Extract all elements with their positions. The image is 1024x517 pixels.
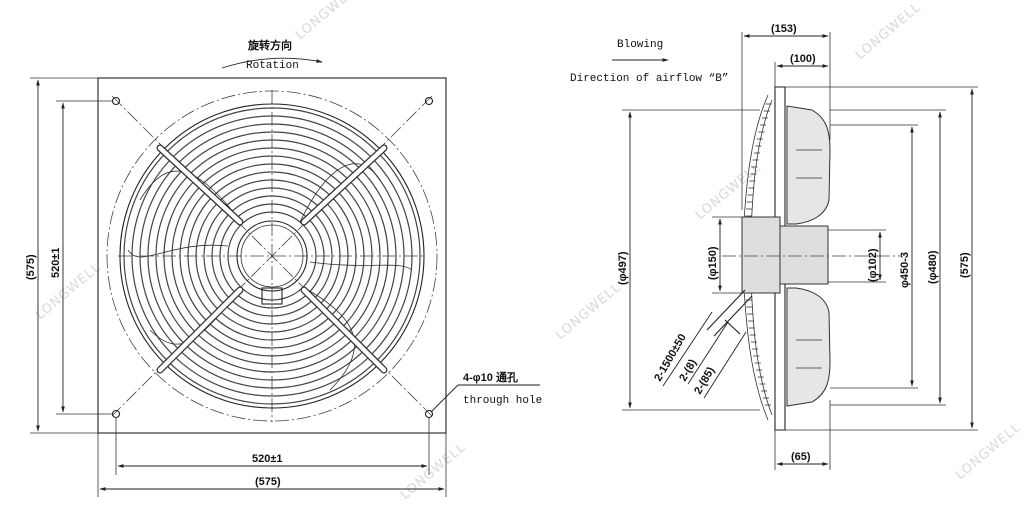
side-view: Blowing Direction of airflow “B” bbox=[570, 23, 978, 470]
lower-blade bbox=[786, 287, 831, 407]
guard-ring bbox=[139, 123, 405, 389]
support-struts bbox=[156, 144, 388, 374]
airflow-label: Direction of airflow “B” bbox=[570, 73, 728, 85]
watermark-text: LONGWELL bbox=[553, 280, 624, 343]
cable-glands bbox=[706, 289, 753, 337]
hub bbox=[236, 220, 308, 292]
mounting-holes bbox=[111, 96, 434, 419]
guard-ring bbox=[171, 155, 373, 357]
dim-phi497: (φ497) bbox=[617, 251, 629, 285]
rotation-arrow bbox=[221, 57, 323, 69]
guard-ring bbox=[219, 203, 325, 309]
motor-body bbox=[741, 216, 781, 294]
cable-gland-label: 2-(8) bbox=[677, 357, 699, 383]
watermark-text: LONGWELL bbox=[853, 0, 924, 63]
dim-100: (100) bbox=[790, 53, 816, 65]
watermark-text: LONGWELL bbox=[953, 420, 1024, 483]
guard-ring bbox=[179, 163, 365, 349]
guard-ring bbox=[211, 195, 333, 317]
upper-blade bbox=[786, 105, 831, 225]
blowing-label: Blowing bbox=[617, 39, 663, 51]
dim-width-outer: (575) bbox=[255, 476, 281, 488]
dim-height-inner: 520±1 bbox=[50, 247, 62, 278]
rotation-label-cn: 旋转方向 bbox=[247, 38, 292, 52]
guard-ring bbox=[131, 115, 413, 397]
dim-width-inner: 520±1 bbox=[252, 453, 283, 465]
mounting-plate bbox=[97, 77, 447, 434]
guard-ring bbox=[227, 211, 317, 301]
watermark-text: LONGWELL bbox=[33, 260, 104, 323]
guard-ring bbox=[203, 187, 341, 325]
rotation-label-en: Rotation bbox=[246, 60, 299, 72]
dim-phi102: (φ102) bbox=[867, 248, 879, 282]
dim-575-side: (575) bbox=[959, 252, 971, 278]
dim-65: (65) bbox=[791, 451, 811, 463]
dim-phi150: (φ150) bbox=[707, 246, 719, 280]
watermark-text: LONGWELL bbox=[398, 440, 469, 503]
dim-phi450: φ450-3 bbox=[899, 252, 911, 288]
front-view: 旋转方向 Rotation (575) 520±1 520±1 (575) 4-… bbox=[25, 38, 542, 497]
guard-ring bbox=[163, 147, 381, 365]
watermark-text: LONGWELL bbox=[293, 0, 364, 43]
dim-phi480: (φ480) bbox=[927, 250, 939, 284]
guard-rings bbox=[131, 115, 413, 397]
guard-ring bbox=[187, 171, 357, 341]
junction-box bbox=[261, 287, 283, 305]
guard-ring bbox=[155, 139, 389, 373]
guard-outer-ring bbox=[119, 103, 425, 409]
guard-ring bbox=[195, 179, 349, 333]
hole-callout-cn: 4-φ10 通孔 bbox=[463, 371, 518, 384]
cable-strip-label: 2-(85) bbox=[692, 365, 717, 397]
dim-153: (153) bbox=[771, 23, 797, 35]
dim-height-outer: (575) bbox=[25, 254, 37, 280]
hole-callout-en: through hole bbox=[463, 395, 542, 407]
